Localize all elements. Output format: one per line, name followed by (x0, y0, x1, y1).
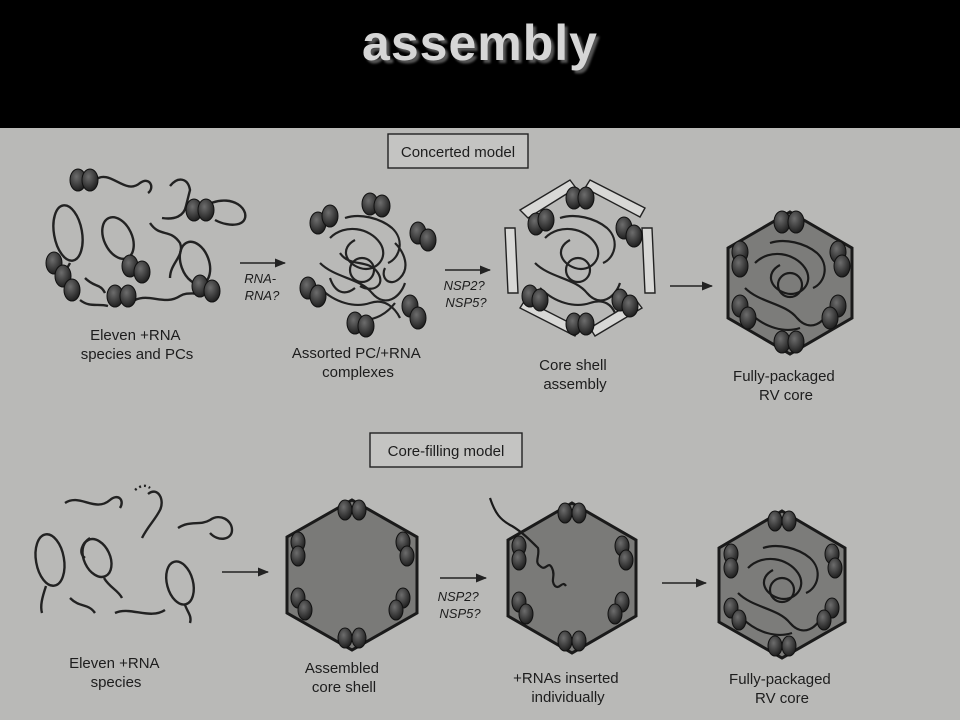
assorted-complexes-illustration (299, 192, 437, 338)
concerted-arrow2-label: NSP2? NSP5? (444, 278, 489, 310)
fully-packaged-core-illustration-concerted (726, 210, 854, 356)
core-filling-step3-caption: +RNAs inserted individually (513, 670, 623, 706)
core-filling-model-section: Core-filling model Eleven +RNA species (34, 432, 847, 707)
rna-species-illustration (34, 484, 234, 624)
concerted-model-section: Concerted model Eleven +R (45, 133, 854, 404)
polymerase-complex-blobs-step1 (45, 168, 221, 308)
concerted-step2-caption: Assorted PC/+RNA complexes (292, 345, 424, 381)
title-bar: assembly (0, 0, 960, 128)
core-filling-model-heading: Core-filling model (369, 432, 523, 468)
fully-packaged-core-illustration-core-filling (717, 509, 847, 660)
assembled-core-shell-illustration (285, 498, 419, 652)
concerted-model-heading: Concerted model (387, 133, 529, 169)
concerted-step3-caption: Core shell assembly (539, 357, 611, 393)
diagram-canvas: Concerted model Eleven +R (34, 133, 854, 707)
core-shell-assembly-illustration (504, 179, 656, 337)
concerted-arrow1-label: RNA- RNA? (244, 271, 280, 303)
core-filling-step4-caption: Fully-packaged RV core (729, 671, 835, 707)
concerted-step4-caption: Fully-packaged RV core (733, 368, 839, 404)
rnas-inserted-illustration (488, 497, 638, 655)
core-filling-step2-caption: Assembled core shell (305, 660, 383, 696)
core-filling-model-label: Core-filling model (388, 443, 505, 460)
core-filling-step1-caption: Eleven +RNA species (69, 655, 163, 691)
diagram-figure: Concerted model Eleven +R (0, 128, 960, 720)
core-filling-arrow2-label: NSP2? NSP5? (438, 589, 483, 621)
concerted-step1-caption: Eleven +RNA species and PCs (81, 327, 194, 363)
concerted-model-label: Concerted model (401, 144, 515, 161)
slide-title: assembly (362, 15, 598, 71)
